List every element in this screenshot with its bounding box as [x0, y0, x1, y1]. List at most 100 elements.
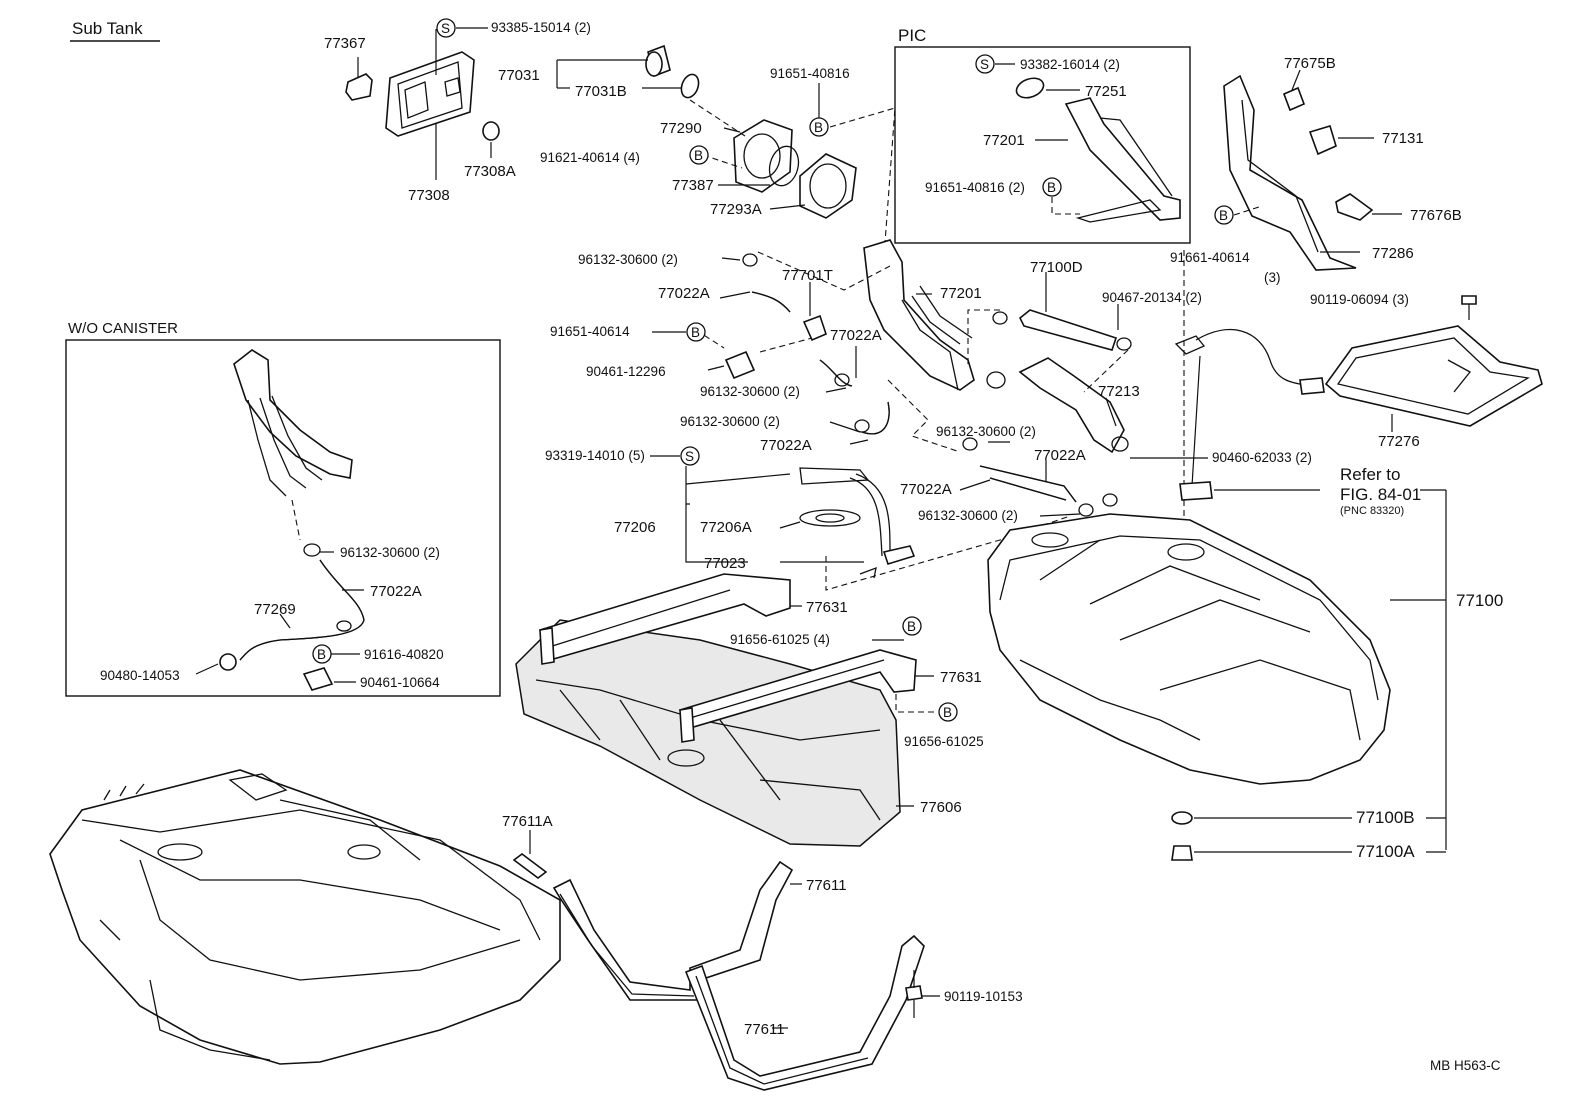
pic-gasket-77251-icon: [1015, 77, 1045, 99]
label-91656-61025: 91656-61025: [904, 734, 984, 749]
label-77201: 77201: [940, 285, 982, 302]
label-90480-14053: 90480-14053: [100, 668, 180, 683]
cap-77031-icon: [645, 44, 671, 78]
nut-77100A-icon: [1171, 845, 1193, 861]
clip-77676B-icon: [1335, 193, 1374, 221]
header-sub-tank: Sub Tank: [72, 19, 143, 38]
fuel-tank-77100-icon: [987, 513, 1391, 785]
filler-neck-77201-icon: [863, 239, 975, 391]
label-90119-06094: 90119-06094 (3): [1310, 292, 1409, 307]
clip-77131-icon: [1308, 125, 1337, 156]
hose-77213-icon: [1018, 357, 1125, 454]
label-77100A: 77100A: [1356, 842, 1415, 861]
label-77100D: 77100D: [1030, 259, 1083, 276]
label-91661-40614: 91661-40614: [1170, 250, 1250, 265]
strap-77611-upper-icon: [552, 860, 794, 1001]
label-77293A: 77293A: [710, 201, 762, 218]
bolt-77611A-icon: [512, 853, 548, 879]
strap-77611-lower-icon: [684, 934, 925, 1091]
s-marker-label: S: [980, 57, 989, 72]
label-77206: 77206: [614, 519, 656, 536]
label-93382-16014: 93382-16014 (2): [1020, 57, 1120, 72]
label-90461-12296: 90461-12296: [586, 364, 666, 379]
b-marker-label: B: [907, 619, 916, 634]
label-90460-62033: 90460-62033 (2): [1212, 450, 1312, 465]
label-90119-10153: 90119-10153: [944, 989, 1023, 1004]
s-marker-icon: [436, 18, 456, 38]
sender-gauge-wire-icon: [1174, 328, 1325, 501]
sub-tank-icon: [49, 769, 561, 1065]
label-77022A-f: 77022A: [370, 583, 422, 600]
label-96132-30600-e: 96132-30600 (2): [918, 508, 1018, 523]
label-77675B: 77675B: [1284, 55, 1336, 72]
label-77251: 77251: [1085, 83, 1127, 100]
label-77308A: 77308A: [464, 163, 516, 180]
label-77631-lower: 77631: [940, 669, 982, 686]
refer-line3: (PNC 83320): [1340, 505, 1404, 517]
label-77031: 77031: [498, 67, 540, 84]
b-marker-label: B: [694, 148, 703, 163]
bolt-90119-10153-icon: [905, 970, 923, 1018]
label-93319-14010: 93319-14010 (5): [545, 448, 645, 463]
label-77676B: 77676B: [1410, 207, 1462, 224]
refer-line1: Refer to: [1340, 465, 1400, 484]
bolt-90119-06094-icon: [1461, 295, 1477, 320]
label-91616-40820: 91616-40820: [364, 647, 444, 662]
label-91621-40614: 91621-40614 (4): [540, 150, 640, 165]
b-marker-label: B: [1219, 208, 1228, 223]
gasket-77031B-icon: [680, 73, 700, 99]
label-96132-30600-a: 96132-30600 (2): [578, 252, 678, 267]
label-90467-20134: 90467-20134 (2): [1102, 290, 1202, 305]
ring-77387-icon: [768, 145, 800, 187]
refer-line2: FIG. 84-01: [1340, 485, 1421, 504]
clip-77367-icon: [345, 73, 373, 101]
s-marker-label: S: [441, 21, 450, 36]
label-77023: 77023: [704, 555, 746, 572]
diagram-code: MB H563-C: [1430, 1058, 1501, 1073]
clip-77675B-icon: [1282, 86, 1306, 112]
label-77131: 77131: [1382, 130, 1424, 147]
breather-tube-77100D-icon: [1018, 309, 1118, 351]
label-91651-40816: 91651-40816: [770, 66, 850, 81]
heat-insulator-77286-icon: [1223, 74, 1357, 271]
label-91656-61025-4: 91656-61025 (4): [730, 632, 830, 647]
label-77269: 77269: [254, 601, 296, 618]
label-77611-upper: 77611: [806, 877, 847, 894]
label-77286: 77286: [1372, 245, 1414, 262]
wo-canister-inset-box: [65, 339, 501, 697]
label-77631-upper: 77631: [806, 599, 848, 616]
label-77022A-e: 77022A: [900, 481, 952, 498]
header-wo-canister: W/O CANISTER: [68, 320, 178, 337]
wo-canister-filler-pipe-icon: [233, 349, 353, 497]
bracket-77631-upper-icon: [538, 573, 791, 665]
label-77206A: 77206A: [700, 519, 752, 536]
s-marker-label: S: [685, 449, 694, 464]
label-77201-pic: 77201: [983, 132, 1025, 149]
label-77367: 77367: [324, 35, 366, 52]
label-77308: 77308: [408, 187, 450, 204]
label-93385-15014: 93385-15014 (2): [491, 20, 591, 35]
b-marker-label: B: [814, 120, 823, 135]
label-90461-10664: 90461-10664: [360, 675, 440, 690]
label-96132-30600-b: 96132-30600 (2): [700, 384, 800, 399]
label-91651-40816-2: 91651-40816 (2): [925, 180, 1025, 195]
label-91651-40614: 91651-40614: [550, 324, 630, 339]
label-77022A-d: 77022A: [1034, 447, 1086, 464]
hoses-77022A-icon: [751, 291, 1077, 503]
wo-canister-hose-icon: [219, 543, 365, 691]
pic-inset-box: [894, 46, 1191, 244]
grommet-77308A-icon: [482, 121, 500, 141]
label-77611-lower: 77611: [744, 1021, 785, 1038]
label-77290: 77290: [660, 120, 702, 137]
b-marker-label: B: [691, 325, 700, 340]
label-77606: 77606: [920, 799, 962, 816]
protector-77276-icon: [1324, 325, 1543, 427]
b-marker-label: B: [943, 705, 952, 720]
b-marker-label: B: [1047, 180, 1056, 195]
label-77100: 77100: [1456, 591, 1503, 610]
label-77031B: 77031B: [575, 83, 627, 100]
label-77387: 77387: [672, 177, 714, 194]
label-77022A-c: 77022A: [760, 437, 812, 454]
washer-77100B-icon: [1171, 811, 1193, 825]
